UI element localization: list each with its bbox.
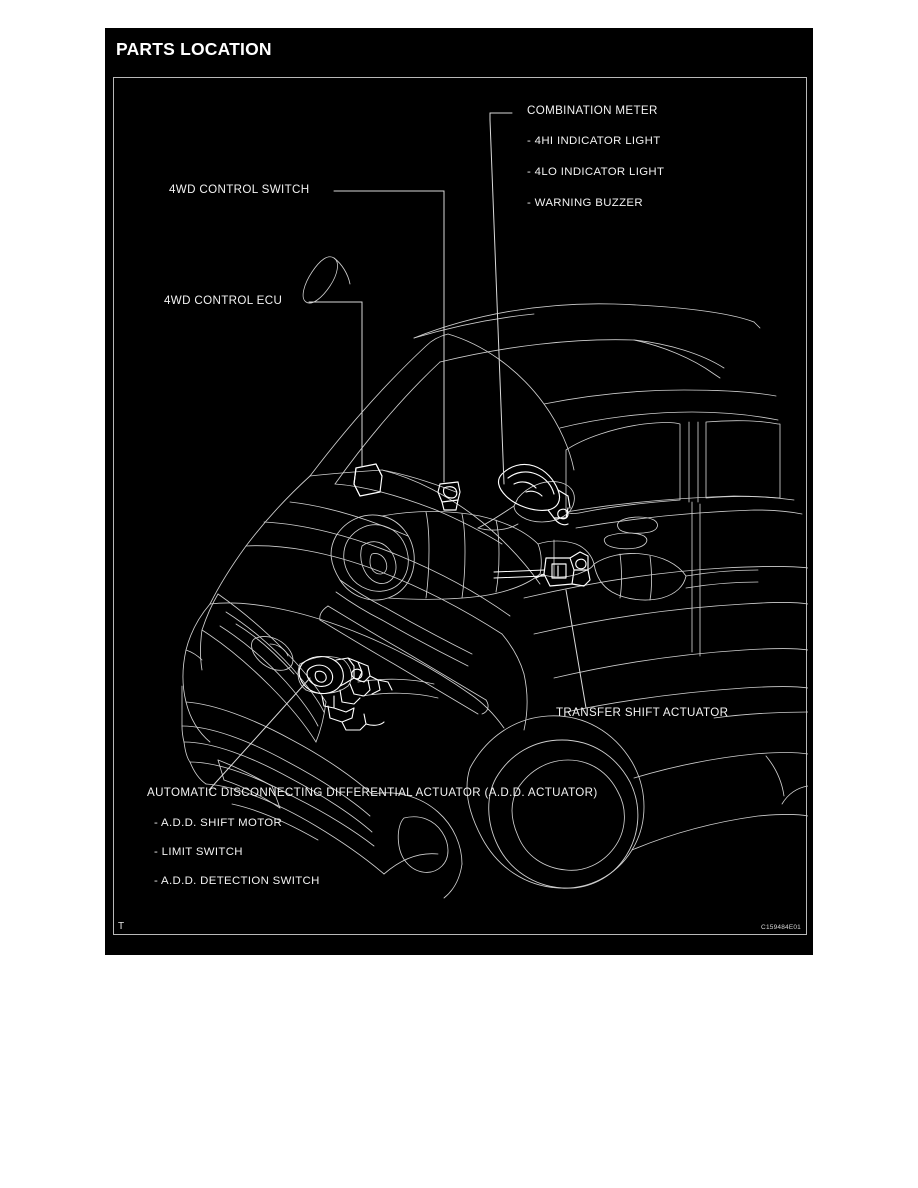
parts-location-panel: PARTS LOCATION [105, 28, 813, 955]
callout-combination-meter-item-0: - 4HI INDICATOR LIGHT [527, 135, 661, 147]
callout-combination-meter-label: COMBINATION METER [527, 104, 658, 117]
callout-combination-meter-item-2: - WARNING BUZZER [527, 197, 643, 209]
figure-frame: COMBINATION METER - 4HI INDICATOR LIGHT … [113, 77, 808, 935]
callout-add-actuator-item-0: - A.D.D. SHIFT MOTOR [154, 817, 283, 829]
figure-reference-code: C159484E01 [761, 924, 801, 931]
parts-location-illustration [181, 112, 808, 899]
callout-add-actuator-label: AUTOMATIC DISCONNECTING DIFFERENTIAL ACT… [147, 786, 598, 799]
sheet-corner-mark: T [118, 921, 125, 932]
page-title: PARTS LOCATION [116, 39, 272, 59]
callout-transfer-shift-actuator-label: TRANSFER SHIFT ACTUATOR [556, 706, 729, 719]
callout-4wd-control-ecu-label: 4WD CONTROL ECU [164, 294, 283, 307]
callout-4wd-control-switch-label: 4WD CONTROL SWITCH [169, 183, 310, 196]
callout-add-actuator-item-1: - LIMIT SWITCH [154, 846, 243, 858]
callout-add-actuator-item-2: - A.D.D. DETECTION SWITCH [154, 875, 320, 887]
callout-combination-meter-item-1: - 4LO INDICATOR LIGHT [527, 166, 665, 178]
